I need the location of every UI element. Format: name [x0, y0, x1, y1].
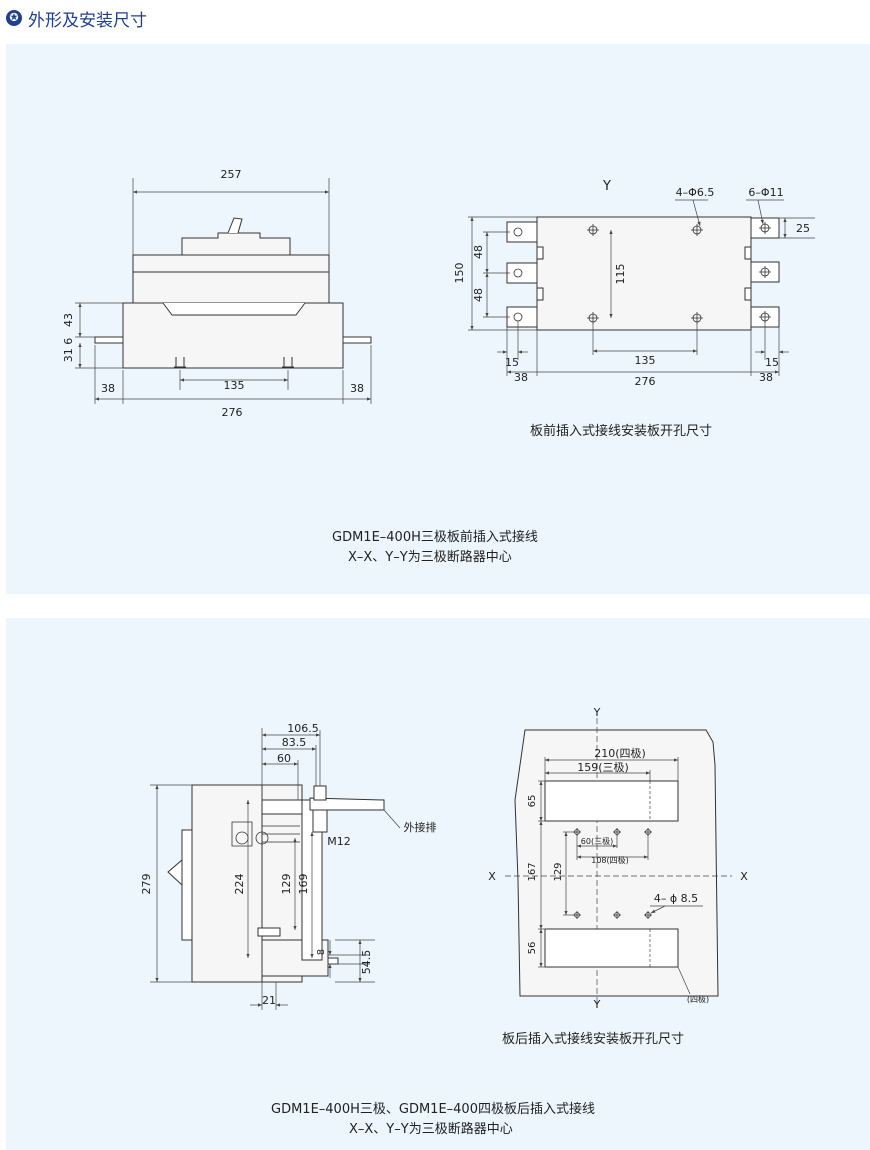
label-busbar: 外接排: [404, 820, 437, 834]
dim-135-cutout: 135: [635, 354, 656, 367]
dim-48-lower: 48: [472, 288, 485, 302]
side-view-dimensions: 106.5 83.5 60 外接排 M12 279 224 129 169 8: [140, 722, 437, 1010]
dim-276-cutout: 276: [635, 375, 656, 388]
dim-38-cutout-left: 38: [514, 371, 528, 384]
dim-21: 21: [262, 994, 276, 1007]
dim-38-left: 38: [101, 382, 115, 395]
label-hole-4-8-5: 4– ϕ 8.5: [654, 892, 698, 905]
dim-31-6: 31 6: [62, 338, 75, 363]
dim-169: 169: [297, 874, 310, 895]
rear-cutout-title: 板后插入式接线安装板开孔尺寸: [502, 1032, 685, 1047]
front-cutout-drawing: Y 4–Φ6.5 6–Φ11: [453, 179, 815, 388]
rear-caption-line2: X–X、Y–Y为三极断路器中心: [349, 1122, 513, 1137]
label-four-pole: (四极): [687, 994, 709, 1004]
axis-y-label: Y: [602, 179, 611, 194]
label-hole-4-6-5: 4–Φ6.5: [676, 186, 715, 199]
rear-caption-line1: GDM1E–400H三极、GDM1E–400四极板后插入式接线: [271, 1102, 595, 1117]
axis-x-left: X: [488, 870, 496, 883]
dim-224: 224: [233, 874, 246, 895]
dim-159-three-pole: 159(三极): [577, 760, 629, 774]
dim-210-four-pole: 210(四极): [594, 746, 646, 760]
front-connection-panel: 257 43 31 6 135 38 38 276 Y: [6, 44, 870, 594]
dim-60: 60: [277, 752, 291, 765]
label-m12: M12: [327, 835, 351, 848]
dim-83-5: 83.5: [282, 736, 307, 749]
dim-54-5: 54.5: [360, 950, 373, 975]
dim-135: 135: [224, 379, 245, 392]
dim-276: 276: [222, 406, 243, 419]
dim-56: 56: [527, 942, 538, 955]
front-connection-drawing: 257 43 31 6 135 38 38 276 Y: [62, 168, 815, 419]
dim-129-side: 129: [280, 874, 293, 895]
dim-43: 43: [62, 313, 75, 327]
rear-connection-drawing: 106.5 83.5 60 外接排 M12 279 224 129 169 8: [140, 706, 748, 1011]
dim-129-cutout: 129: [553, 862, 564, 881]
dim-15-right: 15: [765, 356, 779, 369]
dim-8: 8: [316, 949, 327, 955]
dim-60-three-pole: 60(三极): [581, 836, 613, 846]
rear-cutout-drawing: Y Y X X 210(四极) 159(三极) 65: [488, 706, 748, 1011]
dim-65: 65: [527, 795, 538, 808]
axis-x-right: X: [740, 870, 748, 883]
dim-25: 25: [796, 222, 810, 235]
dim-167: 167: [527, 862, 538, 881]
star-badge-icon: ✪: [6, 10, 22, 26]
dim-48-upper: 48: [472, 245, 485, 259]
section-header: ✪ 外形及安装尺寸: [6, 4, 147, 32]
dim-106-5: 106.5: [287, 722, 319, 735]
dim-115: 115: [614, 264, 627, 285]
section-title: 外形及安装尺寸: [28, 10, 147, 31]
dim-38-cutout-right: 38: [759, 371, 773, 384]
breaker-front-view: [94, 217, 372, 369]
dim-279: 279: [140, 874, 153, 895]
dim-150: 150: [453, 263, 466, 284]
axis-y-bottom: Y: [593, 998, 601, 1011]
dim-15-left: 15: [505, 356, 519, 369]
rear-connection-panel: 106.5 83.5 60 外接排 M12 279 224 129 169 8: [6, 618, 870, 1150]
axis-y-top: Y: [593, 706, 601, 719]
front-caption-line2: X–X、Y–Y为三极断路器中心: [348, 550, 512, 565]
front-view-dimensions: 257 43 31 6 135 38 38 276: [62, 168, 372, 419]
front-cutout-title: 板前插入式接线安装板开孔尺寸: [530, 424, 713, 439]
dim-38-right: 38: [350, 382, 364, 395]
label-hole-6-11: 6–Φ11: [748, 186, 783, 199]
dim-108-four-pole: 108(四极): [591, 855, 629, 865]
breaker-side-view: [167, 784, 385, 983]
dim-257: 257: [221, 168, 242, 181]
front-caption-line1: GDM1E–400H三极板前插入式接线: [332, 530, 538, 545]
